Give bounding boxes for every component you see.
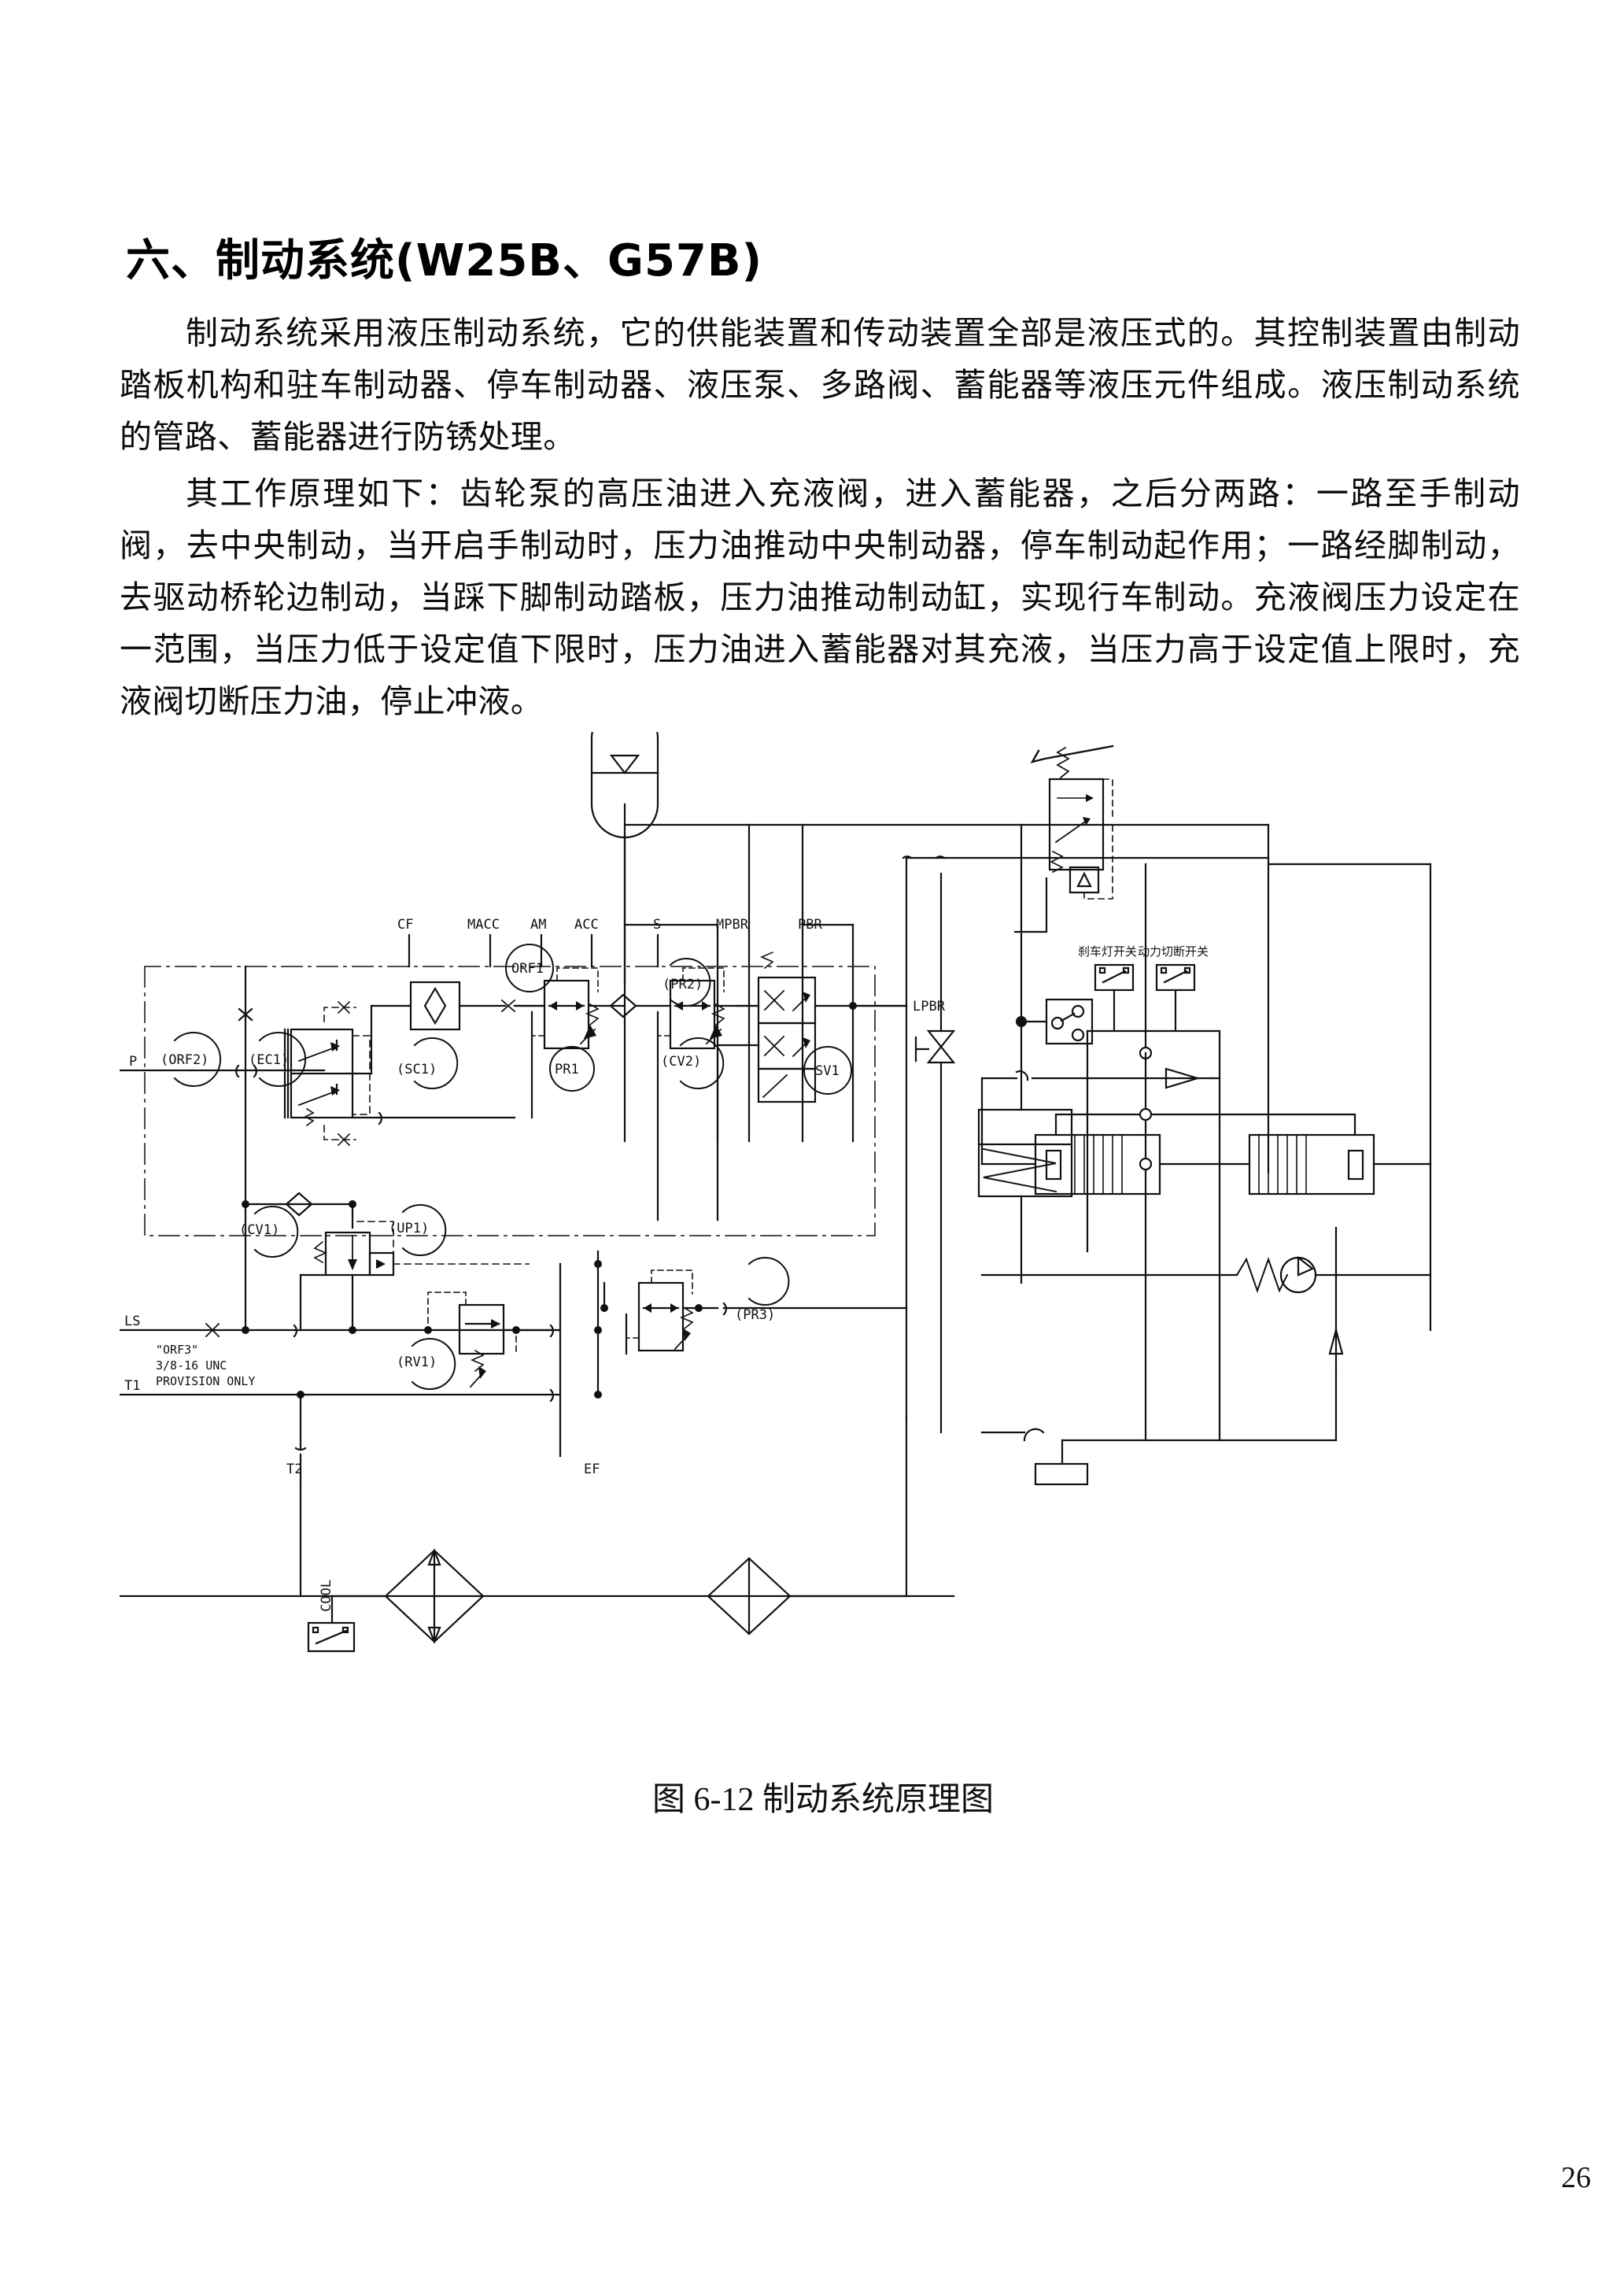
manifold-port-stubs bbox=[408, 933, 659, 968]
ef-line bbox=[549, 1250, 602, 1458]
figure-caption: 图 6-12 制动系统原理图 bbox=[652, 1782, 994, 1818]
switch-symbols bbox=[1094, 963, 1196, 1033]
solenoid-valve-sv1 bbox=[716, 951, 908, 1221]
check-valve-cv2 bbox=[609, 993, 672, 1018]
check-valve-cv1 bbox=[242, 1192, 356, 1332]
valve-ec1 bbox=[283, 1000, 516, 1147]
brake-cylinder-right bbox=[1144, 1113, 1432, 1196]
component-label-sc1: (SC1) bbox=[397, 1062, 437, 1077]
schematic-labels: CF MACC AM ACC S MPBR PBR LPBR P LS T1 T… bbox=[124, 917, 1209, 1612]
relief-valve-rv1 bbox=[424, 1292, 562, 1388]
component-id-bubbles bbox=[173, 944, 852, 1390]
valve-pr3 bbox=[600, 1269, 908, 1355]
port-label-ls: LS bbox=[124, 1314, 140, 1329]
ls-line bbox=[120, 1322, 562, 1338]
port-label-cool: COOL bbox=[319, 1580, 334, 1612]
component-label-pr1: PR1 bbox=[555, 1062, 579, 1077]
body-paragraph-2: 其工作原理如下：齿轮泵的高压油进入充液阀，进入蓄能器，之后分两路：一路至手制动阀… bbox=[120, 475, 1520, 719]
switch-label-brake-light: 刹车灯开关 bbox=[1078, 944, 1137, 959]
page-title: 六、制动系统(W25B、G57B) bbox=[126, 235, 763, 286]
orifice-orf2 bbox=[120, 965, 326, 1206]
manifold-boundary bbox=[144, 966, 876, 1236]
component-label-cv1: (CV1) bbox=[239, 1222, 279, 1238]
manual-shutoff-valve bbox=[902, 856, 1270, 1434]
port-label-pbr: PBR bbox=[798, 917, 822, 933]
note-orf3-line2: 3/8-16 UNC bbox=[156, 1358, 227, 1373]
port-label-macc: MACC bbox=[467, 917, 500, 933]
body-paragraph-1: 制动系统采用液压制动系统，它的供能装置和传动装置全部是液压式的。其控制装置由制动… bbox=[120, 315, 1520, 455]
valve-up1 bbox=[299, 1221, 530, 1332]
pressure-switch bbox=[1016, 998, 1094, 1045]
component-sc1 bbox=[408, 981, 507, 1031]
cooler-filter-line bbox=[120, 1415, 955, 1653]
pedal-brake-valve bbox=[1030, 745, 1114, 900]
component-label-ec1: (EC1) bbox=[249, 1052, 289, 1068]
port-label-mpbr: MPBR bbox=[716, 917, 749, 933]
charge-pump bbox=[980, 1226, 1432, 1442]
switch-label-power-cut: 动力切断开关 bbox=[1138, 944, 1209, 959]
wheel-brake-group bbox=[980, 863, 1432, 1442]
t1-return-line bbox=[120, 1388, 562, 1489]
figure-hydraulic-schematic: CF MACC AM ACC S MPBR PBR LPBR P LS T1 T… bbox=[120, 732, 1526, 1779]
note-orf3-line1: "ORF3" bbox=[156, 1343, 198, 1357]
page-content: 六、制动系统(W25B、G57B) 制动系统采用液压制动系统，它的供能装置和传动… bbox=[120, 0, 1591, 2295]
lpbr-line bbox=[849, 1002, 908, 1010]
component-label-rv1: (RV1) bbox=[397, 1354, 437, 1370]
port-label-ef: EF bbox=[584, 1462, 600, 1477]
return-to-tank bbox=[980, 1428, 1089, 1486]
port-label-p: P bbox=[129, 1054, 137, 1070]
component-label-cv2: (CV2) bbox=[661, 1054, 701, 1070]
supply-lines bbox=[623, 823, 1023, 1143]
valve-pr1 bbox=[513, 967, 625, 1119]
port-label-t1: T1 bbox=[124, 1378, 140, 1394]
port-label-lpbr: LPBR bbox=[913, 999, 946, 1014]
component-label-orf2: (ORF2) bbox=[161, 1052, 209, 1068]
component-label-pr2: (PR2) bbox=[663, 977, 703, 992]
port-label-t2: T2 bbox=[286, 1462, 302, 1477]
note-orf3-line3: PROVISION ONLY bbox=[156, 1374, 255, 1388]
component-label-sv1: SV1 bbox=[815, 1063, 840, 1079]
cooler-symbol bbox=[384, 1547, 485, 1645]
port-label-cf: CF bbox=[397, 917, 413, 933]
port-label-am: AM bbox=[530, 917, 546, 933]
component-label-up1: (UP1) bbox=[389, 1221, 429, 1236]
port-label-s: S bbox=[653, 917, 661, 933]
page-number: 26 bbox=[1561, 2161, 1591, 2194]
component-label-orf1: ORF1 bbox=[511, 961, 544, 977]
spring-accumulator bbox=[977, 1069, 1073, 1284]
component-label-pr3: (PR3) bbox=[735, 1307, 775, 1323]
port-label-acc: ACC bbox=[574, 917, 599, 933]
